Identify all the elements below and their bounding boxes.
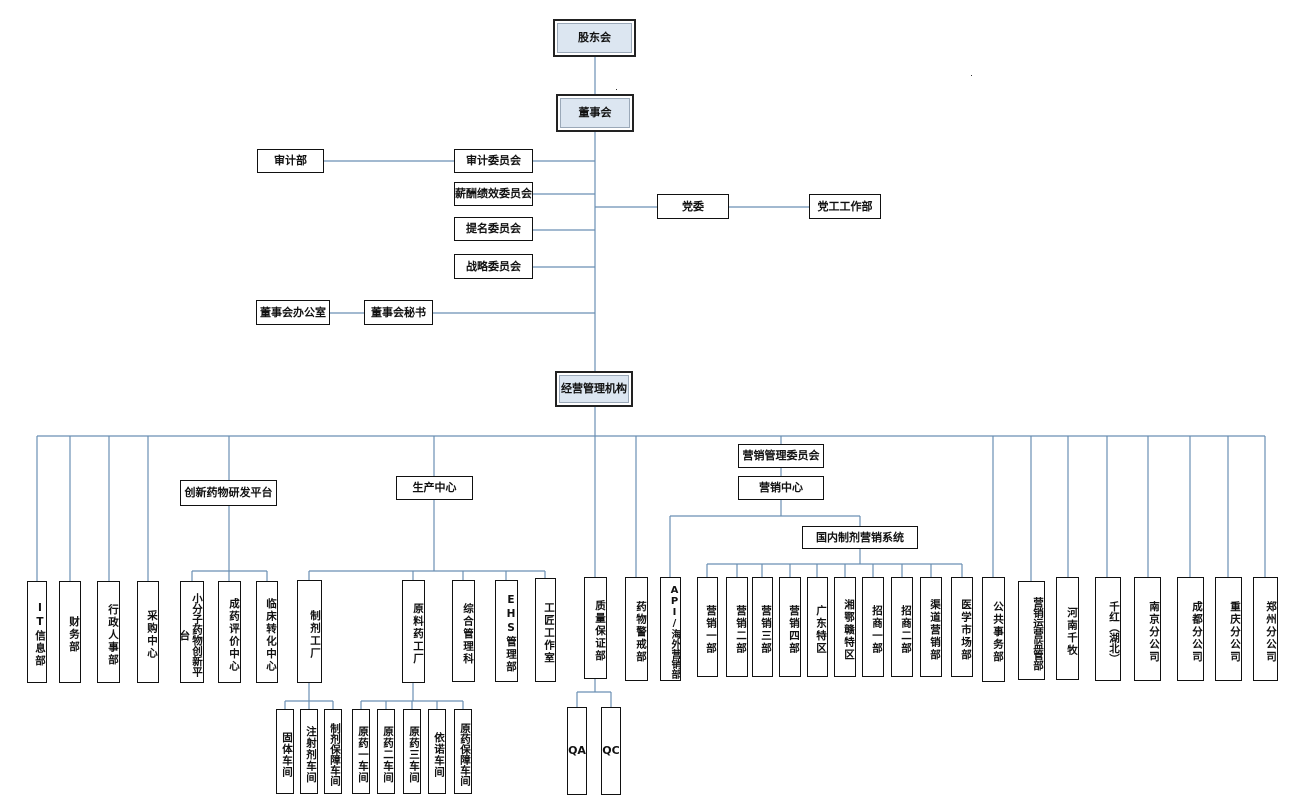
api-workshop-1-node: 原药一车间 <box>352 709 370 794</box>
api-support-workshop-node: 原药保障车间 <box>454 709 472 794</box>
general-mgmt-node: 综合管理科 <box>452 580 475 682</box>
it-dept-node: IT信息部 <box>27 581 47 683</box>
stray-dot <box>971 75 972 76</box>
craftsman-studio-node: 工匠工作室 <box>535 578 556 682</box>
shareholders-node: 股东会 <box>553 19 636 57</box>
ehs-dept-node: EHS管理部 <box>495 580 518 682</box>
qianhong-hubei-node: 千红（湖北） <box>1095 577 1121 681</box>
injection-workshop-node: 注射剂车间 <box>300 709 318 794</box>
api-overseas-dept-node: API/海外营销部 <box>660 577 681 681</box>
investment-2-node: 招商二部 <box>891 577 913 677</box>
api-workshop-2-node: 原药二车间 <box>377 709 395 794</box>
small-molecule-platform-node: 小分子药物创新平台 <box>180 581 204 683</box>
rd-platform-node: 创新药物研发平台 <box>180 480 277 506</box>
marketing-2-node: 营销二部 <box>726 577 748 677</box>
public-affairs-node: 公共事务部 <box>982 577 1005 682</box>
admin-hr-dept-node: 行政人事部 <box>97 581 120 683</box>
chongqing-branch-node: 重庆分公司 <box>1215 577 1242 681</box>
qa-dept-node: 质量保证部 <box>584 577 607 679</box>
api-workshop-3-node: 原药三车间 <box>403 709 421 794</box>
strategy-committee-node: 战略委员会 <box>454 254 533 279</box>
formulation-factory-node: 制剂工厂 <box>297 580 322 683</box>
api-factory-node: 原料药工厂 <box>402 580 425 683</box>
board-secretary-node: 董事会秘书 <box>364 300 433 325</box>
marketing-ops-supervision-node: 营销运营监管部 <box>1018 581 1045 680</box>
qc-node: QC <box>601 707 621 795</box>
henan-qianmu-node: 河南千牧 <box>1056 577 1079 680</box>
board-node: 董事会 <box>556 94 634 132</box>
clinical-translation-center-node: 临床转化中心 <box>256 581 278 683</box>
marketing-committee-node: 营销管理委员会 <box>738 444 824 468</box>
channel-marketing-node: 渠道营销部 <box>920 577 942 677</box>
procurement-center-node: 采购中心 <box>137 581 159 683</box>
marketing-3-node: 营销三部 <box>752 577 773 677</box>
compensation-committee-node: 薪酬绩效委员会 <box>454 182 533 206</box>
guangdong-zone-node: 广东特区 <box>807 577 828 677</box>
zhengzhou-branch-node: 郑州分公司 <box>1253 577 1278 681</box>
finance-dept-node: 财务部 <box>59 581 81 683</box>
formulation-support-workshop-node: 制剂保障车间 <box>324 709 342 794</box>
board-office-node: 董事会办公室 <box>256 300 330 325</box>
nomination-committee-node: 提名委员会 <box>454 217 533 241</box>
domestic-marketing-system-node: 国内制剂营销系统 <box>802 526 918 549</box>
pharmacovigilance-dept-node: 药物警戒部 <box>625 577 648 681</box>
management-node: 经营管理机构 <box>555 371 633 407</box>
audit-dept-node: 审计部 <box>257 149 324 173</box>
xiang-e-gan-zone-node: 湘鄂赣特区 <box>834 577 856 677</box>
production-center-node: 生产中心 <box>396 476 473 500</box>
investment-1-node: 招商一部 <box>862 577 884 677</box>
medical-market-node: 医学市场部 <box>951 577 973 677</box>
generic-eval-center-node: 成药评价中心 <box>218 581 241 683</box>
chengdu-branch-node: 成都分公司 <box>1177 577 1204 681</box>
qa-node: QA <box>567 707 587 795</box>
marketing-4-node: 营销四部 <box>779 577 801 677</box>
marketing-center-node: 营销中心 <box>738 476 824 500</box>
yinuo-workshop-node: 依诺车间 <box>428 709 446 794</box>
stray-dot <box>616 89 617 90</box>
audit-committee-node: 审计委员会 <box>454 149 533 173</box>
marketing-1-node: 营销一部 <box>697 577 718 677</box>
party-committee-node: 党委 <box>657 194 729 219</box>
party-work-dept-node: 党工工作部 <box>809 194 881 219</box>
nanjing-branch-node: 南京分公司 <box>1134 577 1161 681</box>
solid-workshop-node: 固体车间 <box>276 709 294 794</box>
